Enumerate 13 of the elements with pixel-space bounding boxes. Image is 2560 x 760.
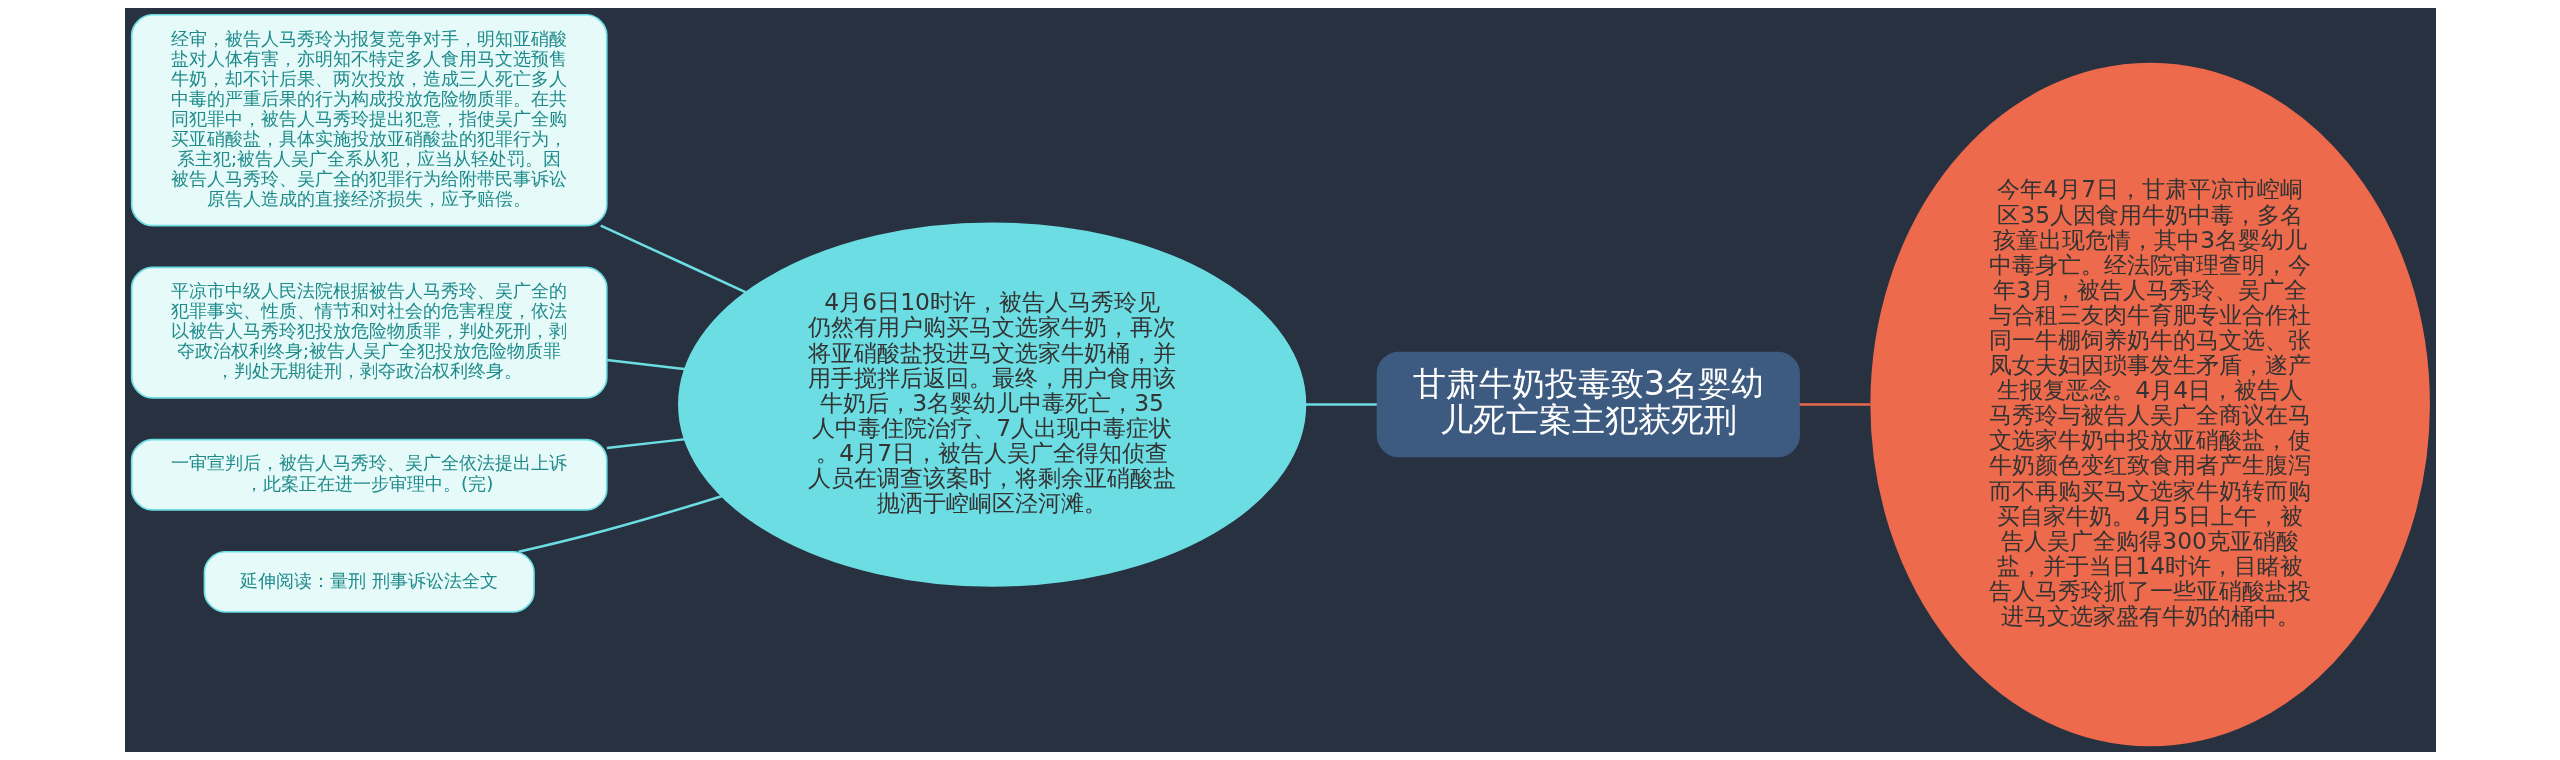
connector [606, 438, 684, 450]
node-box: 一审宣判后，被告人马秀玲、吴广全依法提出上诉，此案正在进一步审理中。(完) [130, 438, 608, 511]
connector [517, 495, 722, 553]
node-box: 甘肃牛奶投毒致3名婴幼儿死亡案主犯获死刑 [1376, 351, 1800, 458]
node-box: 平凉市中级人民法院根据被告人马秀玲、吴广全的犯罪事实、性质、情节和对社会的危害程度，依法以被告人马秀玲犯投放危险物质罪，判处死刑，剥夺政治权利终身;被告人吴广全犯投放危险物质罪，判处无期徒刑，剥夺政治权利终身。 [130, 266, 608, 399]
connector [599, 224, 746, 294]
connector [1305, 403, 1377, 406]
connector [1799, 403, 1871, 406]
node-box: 延伸阅读：量刑 刑事诉讼法全文 [203, 550, 535, 613]
connector [606, 358, 685, 371]
node-ellipse: 今年4月7日，甘肃平凉市崆峒区35人因食用牛奶中毒，多名孩童出现危情，其中3名婴幼儿中毒身亡。经法院审理查明，今年3月，被告人马秀玲、吴广全与合租三友肉牛育肥专业合作社同一牛棚饲养奶牛的马文选、张凤女夫妇因琐事发生矛盾，遂产生报复恶念。4月4日，被告人马秀玲与被告人吴广全商议在马文选家牛奶中投放亚硝酸盐，使牛奶颜色变红致食用者产生腹泻而不再购买马文选家牛奶转而购买自家牛奶。4月5日上午，被告人吴广全购得300克亚硝酸盐，并于当日14时许，目睹被告人马秀玲抓了一些亚硝酸盐投进马文选家盛有牛奶的桶中。 [1869, 62, 2430, 747]
node-ellipse: 4月6日10时许，被告人马秀玲见仍然有用户购买马文选家牛奶，再次将亚硝酸盐投进马文选家牛奶桶，并用手搅拌后返回。最终，用户食用该牛奶后，3名婴幼儿中毒死亡，35人中毒住院治疗、7人出现中毒症状。4月7日，被告人吴广全得知侦查人员在调查该案时，将剩余亚硝酸盐抛洒于崆峒区泾河滩。 [677, 222, 1306, 587]
node-box: 经审，被告人马秀玲为报复竞争对手，明知亚硝酸盐对人体有害，亦明知不特定多人食用马文选预售牛奶，却不计后果、两次投放，造成三人死亡多人中毒的严重后果的行为构成投放危险物质罪。在共同犯罪中，被告人马秀玲提出犯意，指使吴广全购买亚硝酸盐，具体实施投放亚硝酸盐的犯罪行为，系主犯;被告人吴广全系从犯，应当从轻处罚。因被告人马秀玲、吴广全的犯罪行为给附带民事诉讼原告人造成的直接经济损失，应予赔偿。 [130, 13, 608, 227]
